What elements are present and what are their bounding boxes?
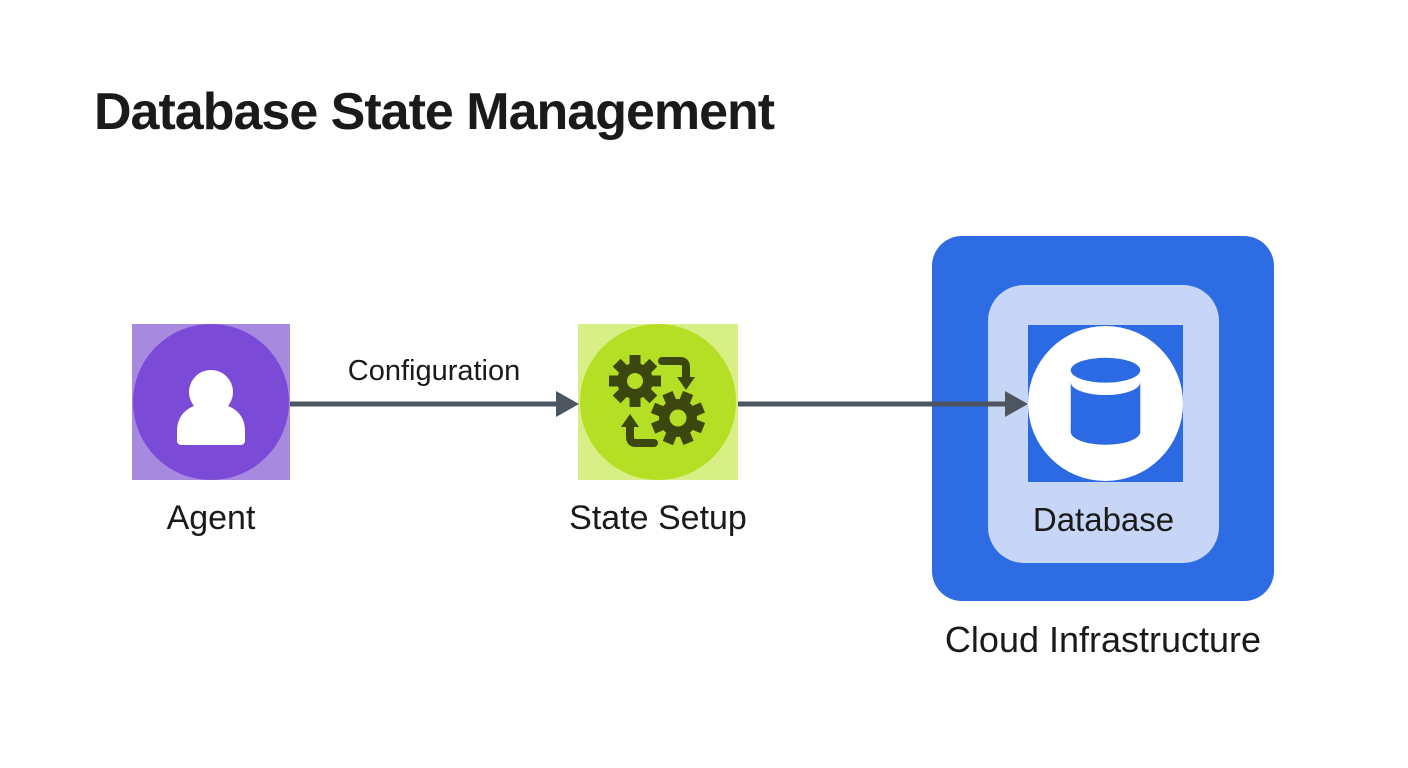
gears-sync-icon — [609, 355, 706, 447]
cloud-infrastructure-label: Cloud Infrastructure — [944, 619, 1262, 660]
arrow-agent-to-state-setup — [290, 391, 579, 417]
database-cylinder-icon — [1070, 357, 1141, 445]
node-state-setup — [578, 324, 738, 480]
agent-label: Agent — [166, 499, 256, 537]
database-circle — [1028, 326, 1183, 481]
agent-circle — [133, 324, 289, 480]
cloud-inner-panel — [988, 285, 1219, 563]
state-setup-circle — [580, 324, 736, 480]
cloud-infrastructure-container — [932, 236, 1274, 601]
state-setup-label: State Setup — [569, 499, 747, 537]
person-icon — [177, 370, 245, 445]
node-agent — [132, 324, 290, 480]
database-label: Database — [1032, 501, 1175, 538]
database-node — [1028, 325, 1183, 482]
page-title: Database State Management — [94, 83, 775, 141]
edge-label-configuration: Configuration — [347, 355, 521, 387]
